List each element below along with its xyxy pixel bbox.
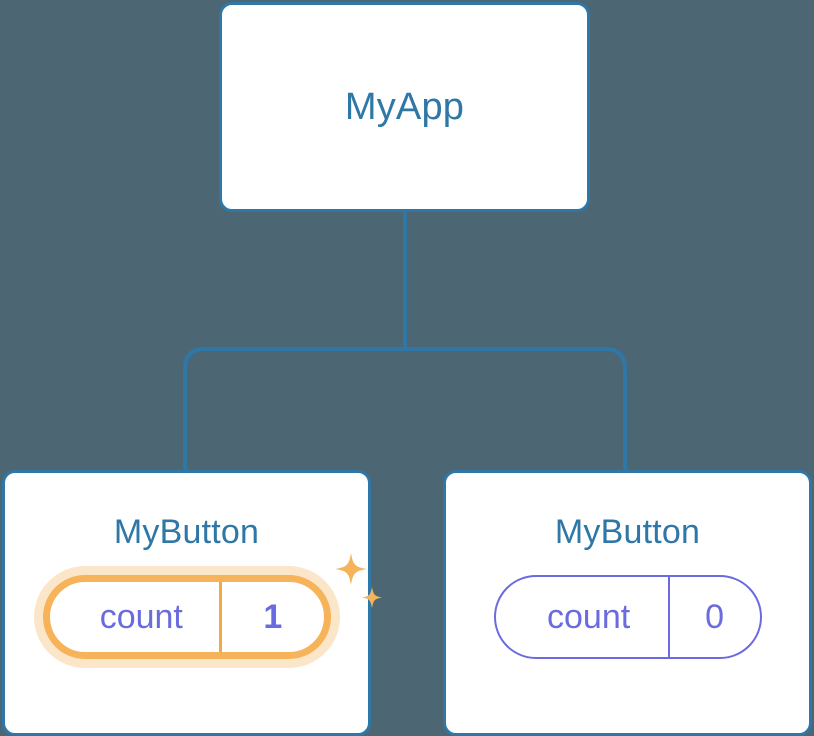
node-myapp-title: MyApp (344, 86, 465, 128)
sparkles-icon (334, 553, 382, 608)
state-pill-wrapper-right: count 0 (493, 575, 762, 659)
state-key-left: count (50, 582, 223, 652)
state-key-right: count (496, 577, 670, 657)
edge-branch-bus (183, 347, 627, 470)
state-pill-right[interactable]: count 0 (493, 575, 762, 659)
state-value-left: 1 (263, 598, 283, 636)
node-mybutton-left-title: MyButton (113, 513, 260, 551)
state-pill-left[interactable]: count 1 (42, 575, 331, 659)
node-mybutton-right-title: MyButton (554, 513, 701, 551)
node-mybutton-left[interactable]: MyButton count 1 (2, 470, 382, 736)
node-myapp[interactable]: MyApp (219, 2, 590, 212)
state-value-right: 0 (705, 598, 725, 636)
state-pill-wrapper-left: count 1 (42, 553, 382, 659)
node-mybutton-right[interactable]: MyButton count 0 (443, 470, 812, 736)
